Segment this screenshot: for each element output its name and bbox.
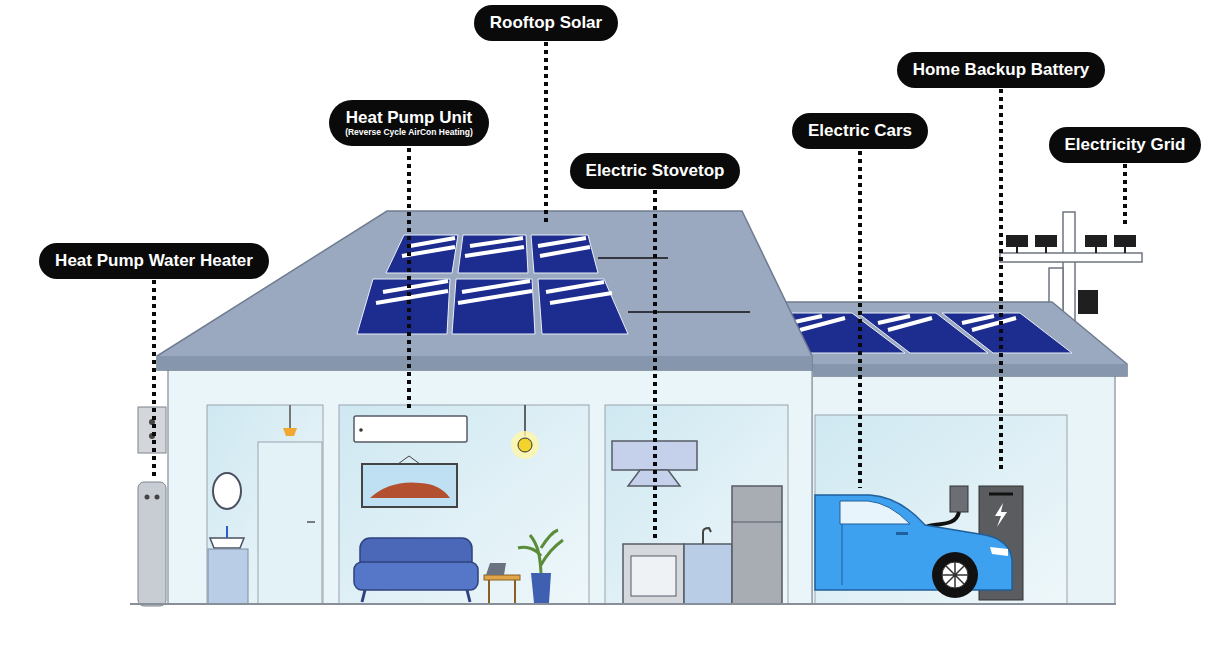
leader-line [858,151,862,488]
laptop [486,563,506,575]
transformer [1078,290,1098,314]
crossarm [1000,253,1142,262]
callout-label: Rooftop Solar [474,5,618,41]
shower-screen [258,442,322,604]
basin [210,538,244,548]
sofa-leg [467,590,470,602]
lamp-glow [511,431,539,459]
wheel [932,552,978,598]
label-title: Electric Cars [808,121,912,140]
panel-glare [376,238,612,303]
stove [623,544,684,604]
insulator-stem [1124,247,1126,253]
table-leg [514,580,516,603]
electric-car [815,495,1012,598]
insulator [1006,235,1028,247]
water-tank [138,482,166,606]
plant-pot [531,573,551,603]
living-room [339,405,589,604]
tap [226,526,228,538]
spokes [942,562,968,588]
callout-label: Electric Cars [792,113,928,149]
bathroom [207,405,323,604]
door-handle [896,532,908,535]
callout-label: Electric Stovetop [570,153,741,189]
hubcap [942,562,968,588]
callout-label: Electricity Grid [1049,127,1202,163]
callout-label: Heat Pump Unit(Reverse Cycle AirCon Heat… [329,100,489,146]
plant-leaves [518,530,563,573]
solar-wire [598,257,668,259]
vanity [208,549,248,604]
side-table [484,575,520,580]
house-wall [168,368,812,604]
leader-line [1123,164,1127,228]
insulator [1085,235,1107,247]
fridge-split [732,522,782,523]
panel-glare [790,316,1016,330]
garage-interior [815,415,1067,604]
sofa-seat [354,562,478,590]
oven-door [631,556,676,596]
door-line [842,524,843,585]
mirror [213,473,241,509]
aircon-led [359,428,363,432]
ground-line [130,603,1116,605]
car-body [815,495,1012,590]
shower-head [283,428,297,436]
bolt-icon [995,503,1007,527]
label-title: Heat Pump Water Heater [55,251,253,270]
leader-line [407,148,411,412]
insulator [1035,235,1057,247]
picture-hook [398,456,420,464]
insulator [1114,235,1136,247]
fridge [732,486,782,604]
car-window [840,501,910,524]
label-title: Electricity Grid [1065,135,1186,154]
port [145,495,150,500]
label-title: Home Backup Battery [913,60,1090,79]
insulator-stem [1045,247,1047,253]
painting-rock [370,483,450,498]
leader-line [544,42,548,224]
leader-lines [154,42,1125,540]
garage-wall [812,374,1115,604]
garage-solar-panels [770,313,1072,353]
headlight [990,547,1008,556]
leader-line [653,190,657,540]
sink-cabinet [684,544,732,604]
lamp [518,438,532,452]
solar-wire [628,311,750,313]
label-title: Rooftop Solar [490,13,602,32]
heat-pump-box [138,407,166,453]
leader-line [152,280,156,478]
roof-solar-panels [357,235,628,334]
leader-line [999,89,1003,472]
sofa-leg [362,590,365,602]
shower-pipe [289,405,291,428]
roof-fascia [157,356,812,370]
insulator-stem [1095,247,1097,253]
battery-slot [989,493,1013,496]
ev-charger [950,486,968,512]
callout-label: Home Backup Battery [897,52,1106,88]
port [155,495,160,500]
kitchen [605,405,788,604]
painting [362,464,457,507]
kitchen-tap [703,528,711,544]
label-subtitle: (Reverse Cycle AirCon Heating) [345,127,473,137]
table-leg [488,580,490,603]
label-title: Electric Stovetop [586,161,725,180]
main-roof [157,211,812,370]
handle [307,521,315,523]
callout-label: Heat Pump Water Heater [39,243,269,279]
aircon-unit [354,416,467,442]
insulator-stem [1016,247,1018,253]
label-title: Heat Pump Unit [345,108,473,127]
